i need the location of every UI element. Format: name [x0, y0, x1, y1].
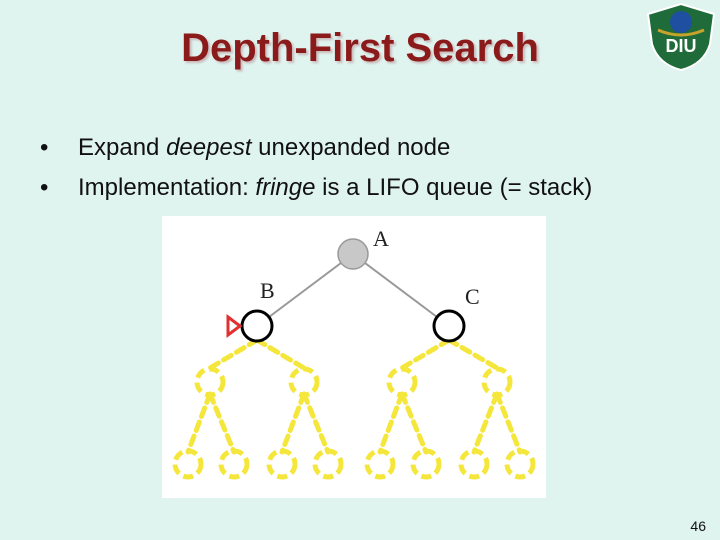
unexplored-edge [446, 337, 500, 371]
unexplored-node [364, 448, 396, 480]
unexplored-node [458, 448, 490, 480]
unexplored-edge [471, 391, 500, 455]
bullet-text-end: unexpanded node [251, 134, 451, 161]
unexplored-node [218, 448, 250, 480]
unexplored-node [288, 366, 320, 398]
node-c [432, 309, 466, 343]
unexplored-edge [207, 391, 237, 455]
unexplored-edge [399, 337, 452, 371]
bullet-text-start: Expand [78, 134, 167, 161]
current-node-pointer-icon [226, 314, 243, 338]
university-logo: DIU [646, 2, 716, 72]
bullet-dot: • [40, 134, 49, 161]
unexplored-node [194, 366, 226, 398]
unexplored-node [386, 366, 418, 398]
unexplored-node [312, 448, 344, 480]
tree-diagram-panel: A B C [162, 216, 546, 498]
bullet-emphasis: fringe [255, 174, 316, 201]
page-number: 46 [690, 518, 706, 534]
unexplored-edge [399, 391, 429, 455]
unexplored-edge [279, 391, 307, 455]
tree-edge [352, 253, 450, 327]
bullet-item: • Implementation: fringe is a LIFO queue … [40, 170, 592, 210]
bullet-text-end: is a LIFO queue (= stack) [315, 174, 593, 201]
unexplored-node [410, 448, 442, 480]
bullet-dot: • [40, 174, 49, 201]
bullet-emphasis: deepest [166, 134, 252, 161]
unexplored-node [481, 366, 513, 398]
unexplored-edge [494, 391, 523, 455]
node-b [240, 309, 274, 343]
logo-text: DIU [666, 36, 697, 56]
bullet-list: • Expand deepest unexpanded node • Impleme… [40, 130, 592, 210]
unexplored-node [266, 448, 298, 480]
node-a [337, 238, 369, 270]
unexplored-edge [185, 391, 213, 455]
bullet-text-start: Implementation: [78, 174, 256, 201]
unexplored-edge [301, 391, 331, 455]
node-label-a: A [373, 226, 389, 251]
bullet-item: • Expand deepest unexpanded node [40, 130, 592, 170]
unexplored-edge [254, 337, 307, 371]
unexplored-node [172, 448, 204, 480]
tree-nodes [172, 238, 536, 480]
unexplored-edge [207, 337, 260, 371]
unexplored-edge [377, 391, 405, 455]
node-label-c: C [465, 284, 480, 309]
node-label-b: B [260, 278, 275, 303]
slide-title: Depth-First Search [181, 26, 539, 70]
tree-edges [185, 253, 523, 455]
unexplored-node [504, 448, 536, 480]
search-tree-diagram: A B C [172, 226, 536, 480]
tree-edge [256, 253, 354, 327]
